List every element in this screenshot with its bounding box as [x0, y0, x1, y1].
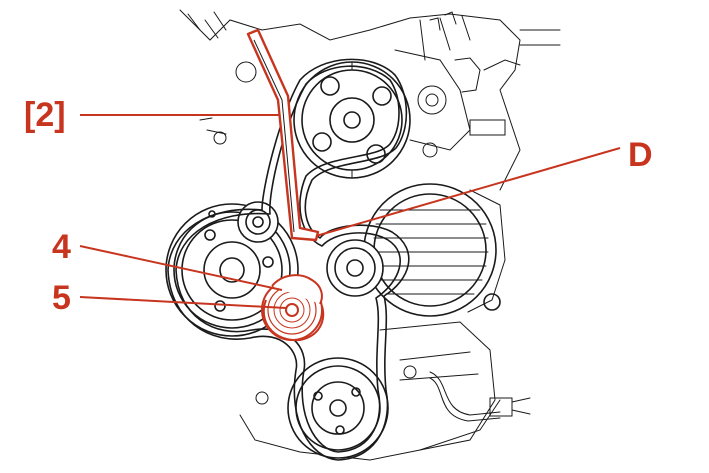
upper-right-bracket — [394, 49, 471, 158]
locking-tool — [246, 28, 320, 242]
leader-4 — [79, 245, 283, 291]
wiring-harness — [429, 371, 531, 422]
callout-label-5: 5 — [52, 279, 71, 317]
leader-d — [315, 147, 621, 237]
callout-label-4: 4 — [52, 228, 71, 266]
leader-5 — [79, 296, 287, 309]
tensioner-arm — [271, 274, 323, 305]
ac-compressor — [287, 321, 496, 459]
engine-block-outline — [179, 9, 561, 461]
top-pulley — [293, 61, 411, 179]
callout-leaders — [79, 114, 621, 309]
callout-label-tool: [2] — [24, 96, 66, 134]
upper-idler-pulley — [237, 201, 279, 243]
callout-label-d: D — [628, 136, 653, 174]
drive-belt — [167, 58, 410, 461]
alternator-pulley — [326, 239, 384, 297]
